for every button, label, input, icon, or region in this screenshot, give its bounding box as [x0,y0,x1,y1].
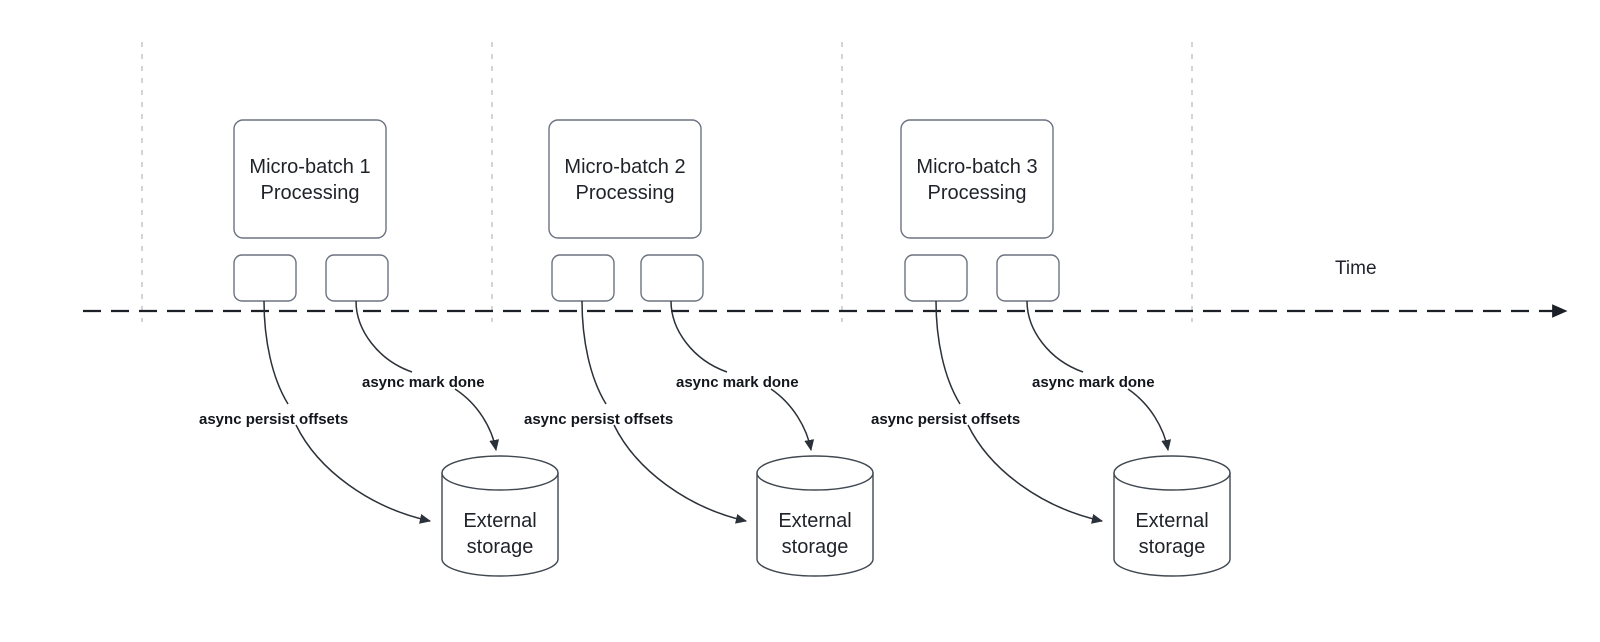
external-storage-3-top [1113,455,1231,491]
external-storage-3-label-line1: External [1135,510,1208,532]
external-storage-2[interactable]: External storage [756,455,874,577]
microbatch-box-2-title-line2: Processing [576,182,675,204]
microbatch-box-3[interactable] [900,119,1054,239]
mark-done-curve-3-upper [1026,300,1084,373]
mark-done-curve-3-lower [1127,388,1172,452]
persist-offsets-curve-3-lower [967,424,1104,524]
group-2: Micro-batch 2 Processing async persist o… [524,119,874,577]
task-box-3a[interactable] [904,254,968,302]
external-storage-2-top [756,455,874,491]
task-box-3b[interactable] [996,254,1060,302]
microbatch-box-3-title-line1: Micro-batch 3 [916,156,1037,178]
external-storage-1-top [441,455,559,491]
external-storage-1-body [441,472,559,577]
group-3: Micro-batch 3 Processing async persist o… [871,119,1231,577]
persist-offsets-curve-2-upper [581,300,607,405]
mark-done-curve-2-upper [670,300,728,373]
task-box-2a[interactable] [551,254,615,302]
external-storage-1[interactable]: External storage [441,455,559,577]
external-storage-1-label-line2: storage [467,536,534,558]
persist-offsets-curve-1-lower [295,424,432,524]
persist-offsets-curve-3-upper [935,300,961,405]
mark-done-curve-1-upper [355,300,413,373]
external-storage-3-body [1113,472,1231,577]
mark-done-label-3: async mark done [1032,374,1155,391]
group-1: Micro-batch 1 Processing async persist o… [199,119,559,577]
time-axis: Time [83,258,1568,318]
mark-done-label-1: async mark done [362,374,485,391]
external-storage-2-body [756,472,874,577]
persist-offsets-curve-1-upper [263,300,289,405]
persist-offsets-label-1: async persist offsets [199,411,348,428]
time-axis-label: Time [1335,258,1377,279]
persist-offsets-label-3: async persist offsets [871,411,1020,428]
mark-done-curve-1-lower [454,388,500,452]
external-storage-2-label-line2: storage [782,536,849,558]
persist-offsets-label-2: async persist offsets [524,411,673,428]
external-storage-3[interactable]: External storage [1113,455,1231,577]
external-storage-1-label-line1: External [463,510,536,532]
task-box-2b[interactable] [640,254,704,302]
task-box-1b[interactable] [325,254,389,302]
microbatch-box-1[interactable] [233,119,387,239]
mark-done-curve-2-lower [770,388,815,452]
persist-offsets-curve-2-lower [613,424,748,524]
task-box-1a[interactable] [233,254,297,302]
microbatch-box-1-title-line2: Processing [261,182,360,204]
external-storage-3-label-line2: storage [1139,536,1206,558]
microbatch-box-2-title-line1: Micro-batch 2 [564,156,685,178]
external-storage-2-label-line1: External [778,510,851,532]
microbatch-box-3-title-line2: Processing [928,182,1027,204]
microbatch-box-1-title-line1: Micro-batch 1 [249,156,370,178]
microbatch-box-2[interactable] [548,119,702,239]
mark-done-label-2: async mark done [676,374,799,391]
